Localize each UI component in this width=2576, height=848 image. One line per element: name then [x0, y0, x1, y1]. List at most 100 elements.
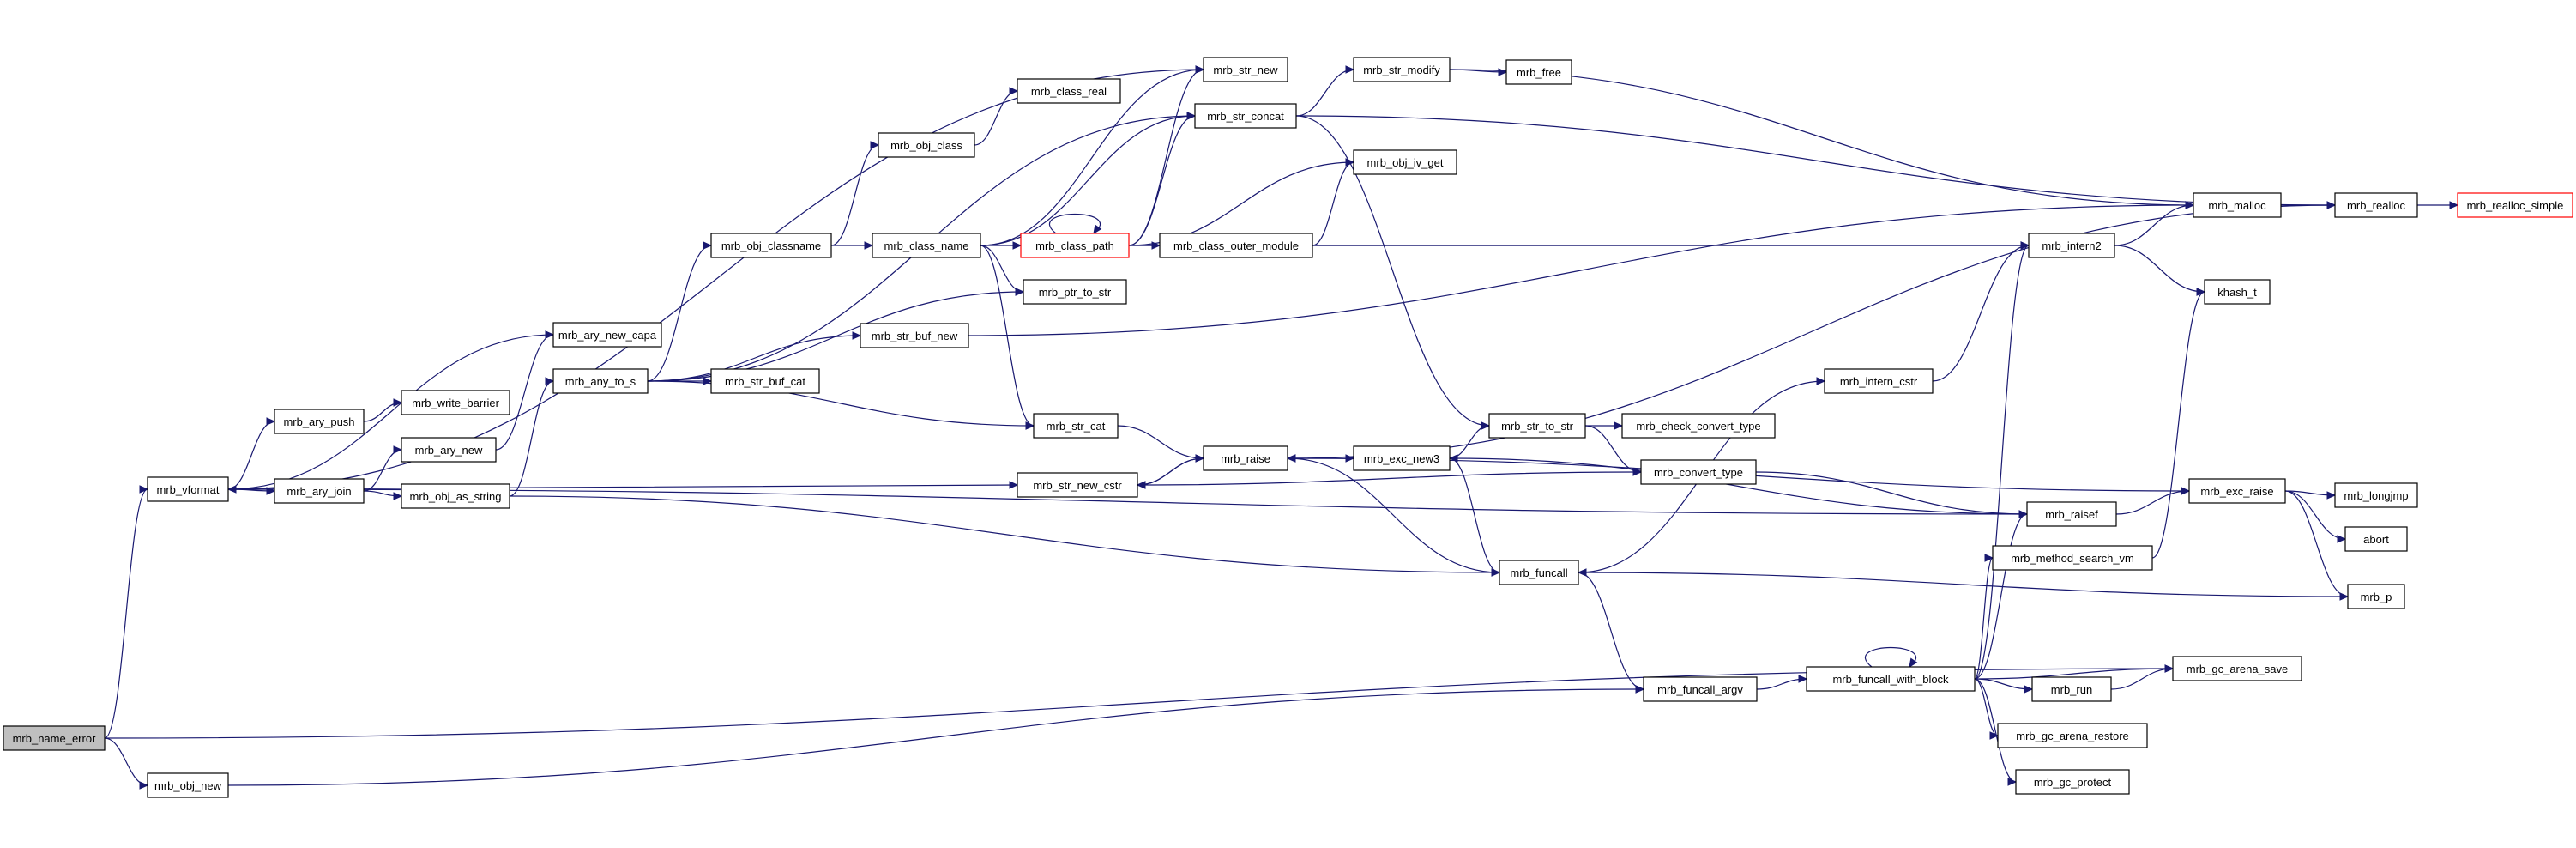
node-label: mrb_class_path: [1035, 239, 1114, 252]
node-mrb-ptr-to-str[interactable]: mrb_ptr_to_str: [1023, 279, 1127, 305]
node-abort[interactable]: abort: [2344, 526, 2408, 552]
node-mrb-obj-new[interactable]: mrb_obj_new: [147, 772, 229, 798]
node-mrb-intern-cstr[interactable]: mrb_intern_cstr: [1824, 368, 1934, 394]
edge-mrb_funcall_with_block-to-mrb_raisef: [1974, 510, 2029, 680]
arrowhead: [1816, 377, 1826, 385]
node-mrb-obj-classname[interactable]: mrb_obj_classname: [710, 233, 832, 258]
arrowhead: [1009, 481, 1019, 489]
node-label: mrb_longjmp: [2344, 489, 2408, 502]
node-mrb-exc-new3[interactable]: mrb_exc_new3: [1353, 445, 1451, 471]
node-mrb-realloc-simple[interactable]: mrb_realloc_simple: [2457, 192, 2573, 218]
node-mrb-longjmp[interactable]: mrb_longjmp: [2334, 482, 2418, 508]
edge-mrb_intern2-to-khash_t: [2114, 245, 2206, 296]
node-mrb-convert-type[interactable]: mrb_convert_type: [1640, 459, 1757, 485]
node-mrb-exc-raise[interactable]: mrb_exc_raise: [2188, 478, 2286, 504]
node-box: [552, 368, 649, 394]
node-box: [710, 368, 820, 394]
edge-mrb_raisef-to-mrb_vformat: [226, 485, 2028, 515]
node-box: [1621, 413, 1776, 439]
node-label: mrb_class_name: [884, 239, 969, 252]
arrowhead: [1025, 421, 1035, 430]
node-mrb-obj-as-string[interactable]: mrb_obj_as_string: [401, 483, 510, 509]
node-mrb-run[interactable]: mrb_run: [2031, 676, 2112, 702]
node-mrb-funcall-argv[interactable]: mrb_funcall_argv: [1643, 676, 1758, 702]
node-box: [1806, 666, 1976, 692]
arrowhead: [2196, 288, 2206, 296]
node-label: mrb_ary_join: [287, 485, 351, 498]
node-mrb-str-new[interactable]: mrb_str_new: [1203, 57, 1288, 82]
edge-mrb_class_path-to-mrb_str_concat: [1128, 112, 1197, 246]
node-box: [1194, 103, 1297, 129]
node-mrb-class-name[interactable]: mrb_class_name: [872, 233, 981, 258]
node-label: mrb_class_real: [1031, 85, 1107, 98]
arrowhead: [2326, 491, 2337, 500]
node-mrb-str-new-cstr[interactable]: mrb_str_new_cstr: [1017, 472, 1138, 498]
arrowhead: [2164, 664, 2175, 673]
node-mrb-intern2[interactable]: mrb_intern2: [2028, 233, 2115, 258]
node-mrb-ary-push[interactable]: mrb_ary_push: [274, 409, 365, 434]
node-label: mrb_ary_new: [415, 444, 483, 457]
node-label: mrb_str_cat: [1047, 420, 1106, 433]
node-label: mrb_obj_iv_get: [1367, 156, 1444, 169]
node-mrb-malloc[interactable]: mrb_malloc: [2193, 192, 2282, 218]
edge-mrb_ary_push-to-mrb_write_barrier: [363, 398, 403, 422]
node-mrb-gc-protect[interactable]: mrb_gc_protect: [2015, 769, 2130, 795]
node-mrb-gc-arena-save[interactable]: mrb_gc_arena_save: [2172, 656, 2302, 681]
node-mrb-str-buf-cat[interactable]: mrb_str_buf_cat: [710, 368, 820, 394]
node-box: [1488, 413, 1586, 439]
node-mrb-method-search-vm[interactable]: mrb_method_search_vm: [1992, 545, 2153, 571]
node-mrb-class-real[interactable]: mrb_class_real: [1017, 78, 1121, 104]
node-mrb-obj-iv-get[interactable]: mrb_obj_iv_get: [1353, 149, 1457, 175]
node-box: [2344, 526, 2408, 552]
node-label: mrb_str_new_cstr: [1033, 479, 1122, 492]
edge-mrb_str_modify-to-mrb_malloc: [1449, 69, 2195, 209]
node-mrb-funcall[interactable]: mrb_funcall: [1499, 560, 1579, 585]
node-mrb-name-error[interactable]: mrb_name_error: [3, 725, 106, 751]
node-khash-t[interactable]: khash_t: [2204, 279, 2271, 305]
edge-mrb_funcall-to-mrb_funcall_argv: [1578, 572, 1645, 694]
node-mrb-ary-new[interactable]: mrb_ary_new: [401, 437, 497, 463]
node-mrb-str-to-str[interactable]: mrb_str_to_str: [1488, 413, 1586, 439]
node-mrb-str-cat[interactable]: mrb_str_cat: [1033, 413, 1119, 439]
edge-mrb_funcall_with_block-to-mrb_gc_protect: [1974, 678, 2018, 786]
node-label: mrb_write_barrier: [412, 397, 500, 409]
node-mrb-ary-join[interactable]: mrb_ary_join: [274, 478, 365, 504]
node-label: mrb_funcall: [1510, 566, 1567, 579]
arrowhead: [2024, 685, 2034, 694]
node-mrb-write-barrier[interactable]: mrb_write_barrier: [401, 390, 510, 415]
node-mrb-raise[interactable]: mrb_raise: [1203, 445, 1288, 471]
node-mrb-raisef[interactable]: mrb_raisef: [2026, 501, 2117, 527]
node-mrb-obj-class[interactable]: mrb_obj_class: [878, 132, 975, 158]
edge-mrb_any_to_s-to-mrb_str_cat: [647, 380, 1035, 430]
node-box: [1033, 413, 1119, 439]
node-mrb-realloc[interactable]: mrb_realloc: [2334, 192, 2418, 218]
node-mrb-funcall-with-block[interactable]: mrb_funcall_with_block: [1806, 666, 1976, 692]
arrowhead: [139, 781, 149, 790]
node-box: [2334, 192, 2418, 218]
node-mrb-any-to-s[interactable]: mrb_any_to_s: [552, 368, 649, 394]
edge-mrb_str_to_str-to-mrb_check_convert_type: [1585, 421, 1624, 430]
node-mrb-ary-new-capa[interactable]: mrb_ary_new_capa: [552, 322, 662, 348]
node-mrb-str-buf-new[interactable]: mrb_str_buf_new: [860, 323, 969, 348]
node-label: mrb_ary_push: [283, 415, 354, 428]
node-mrb-p[interactable]: mrb_p: [2347, 584, 2405, 609]
node-box: [2204, 279, 2271, 305]
node-mrb-str-concat[interactable]: mrb_str_concat: [1194, 103, 1297, 129]
node-label: mrb_any_to_s: [565, 375, 636, 388]
arrowhead: [226, 485, 237, 494]
node-label: mrb_obj_as_string: [410, 490, 502, 503]
node-mrb-vformat[interactable]: mrb_vformat: [147, 476, 229, 502]
node-box: [401, 483, 510, 509]
node-mrb-class-path[interactable]: mrb_class_path: [1020, 233, 1130, 258]
node-mrb-free[interactable]: mrb_free: [1505, 59, 1572, 85]
node-mrb-check-convert-type[interactable]: mrb_check_convert_type: [1621, 413, 1776, 439]
node-mrb-class-outer-module[interactable]: mrb_class_outer_module: [1159, 233, 1313, 258]
edge-mrb_funcall_with_block-to-mrb_gc_arena_restore: [1974, 678, 2000, 740]
arrowhead: [139, 485, 149, 494]
node-mrb-str-modify[interactable]: mrb_str_modify: [1353, 57, 1451, 82]
node-box: [710, 233, 832, 258]
node-box: [1992, 545, 2153, 571]
node-mrb-gc-arena-restore[interactable]: mrb_gc_arena_restore: [1997, 723, 2148, 748]
edge-mrb_class_name-to-mrb_ptr_to_str: [980, 245, 1025, 296]
arrowhead: [393, 445, 403, 454]
